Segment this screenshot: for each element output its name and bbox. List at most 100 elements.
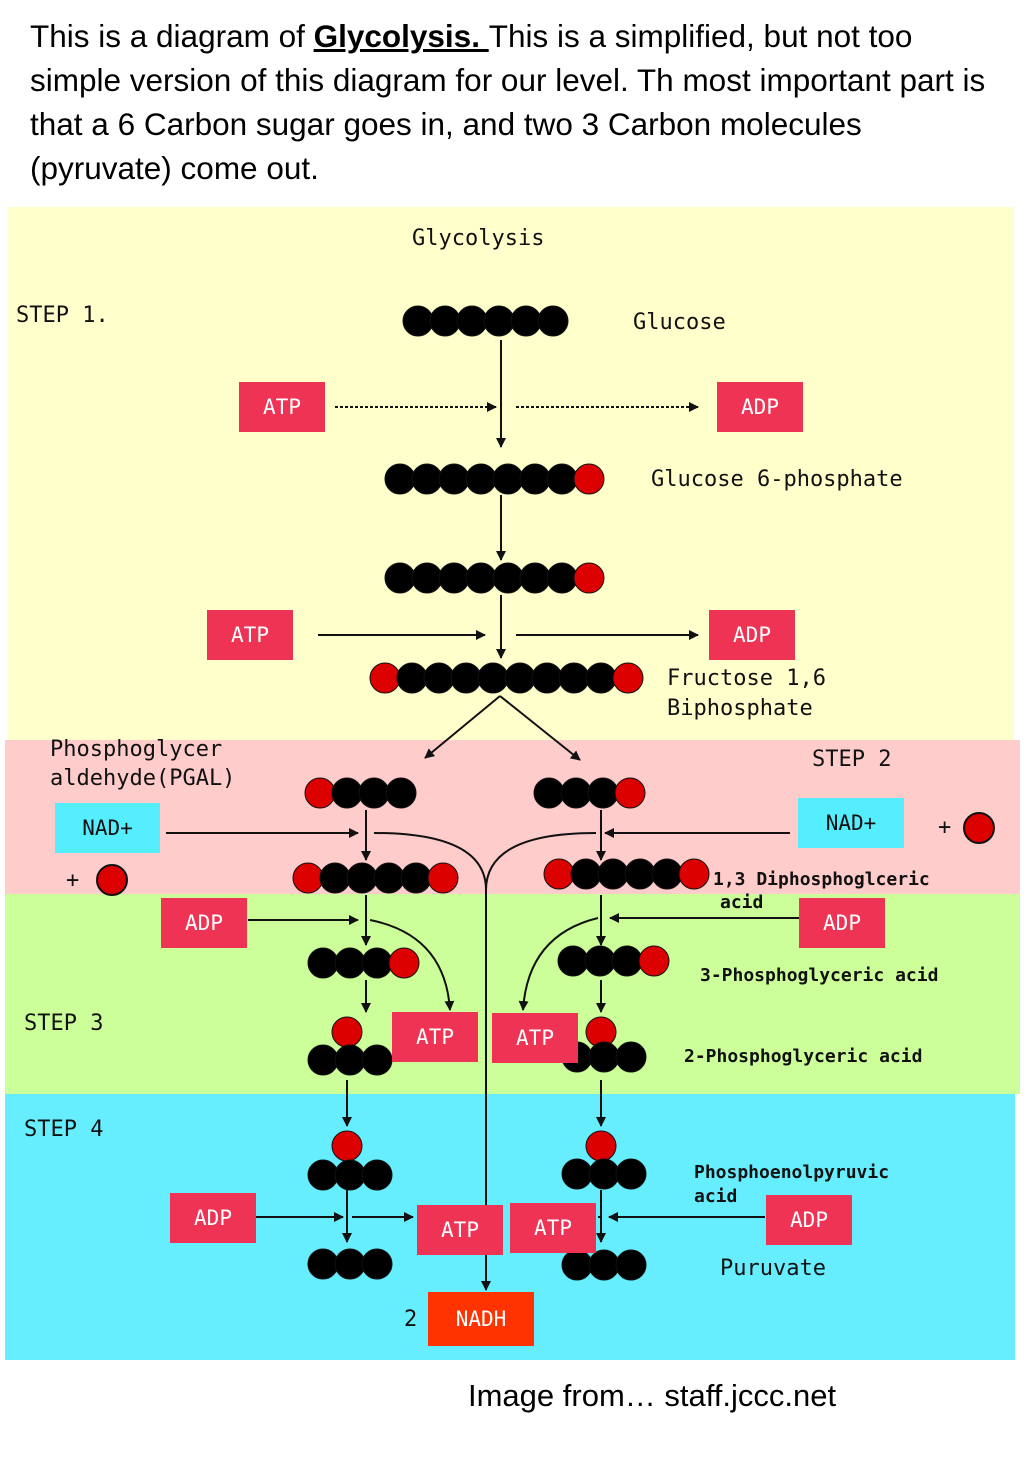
atp-box-step1b-bg [207,610,293,660]
carbon-atom [531,662,563,694]
carbon-atom [334,947,366,979]
phosphate-right [963,812,995,844]
carbon-atom [384,463,416,495]
molecule-groups [292,305,710,1281]
pyruvate-left-molecule [307,1248,393,1280]
step-1-label: STEP 1. [16,303,109,328]
nadh-count: 2 [404,1307,417,1332]
step-labels: Glycolysis STEP 1. STEP 2 STEP 3 STEP 4 [16,226,891,1142]
plus-sign-left: + [66,868,79,893]
arrow-atp-left-out [369,919,455,1011]
atp-box-step1b-text: ATP [231,623,269,647]
carbon-atom [456,305,488,337]
carbon-atom [519,463,551,495]
pga2-label: 2-Phosphoglyceric acid [684,1046,922,1067]
dpga-left-molecule [292,862,459,894]
carbon-atom [361,1044,393,1076]
adp-box-step4-left: ADP [170,1193,256,1243]
carbon-atom [334,1159,366,1191]
arrow-atp-right-out [518,917,599,1011]
fructose-label-2: Biphosphate [667,696,813,721]
carbon-atom [561,1249,593,1281]
intro-text-1: This is a diagram of [30,18,314,54]
carbon-atom [510,305,542,337]
plus-sign-right: + [938,815,951,840]
carbon-atom [373,862,405,894]
carbon-atom [561,1158,593,1190]
atp-box-step4-right-bg [510,1203,596,1253]
nad-box-left-text: NAD+ [82,816,133,840]
carbon-atom [411,463,443,495]
arrow-split-left [424,695,501,759]
carbon-atom [307,1044,339,1076]
pga2-left-stem [331,1016,363,1048]
carbon-atom [465,463,497,495]
adp-box-step1a-bg [717,382,803,432]
nad-box-right-bg [798,798,904,848]
carbon-atom [615,1249,647,1281]
g6p-label: Glucose 6-phosphate [651,467,903,492]
adp-box-step3-left-bg [161,898,247,948]
carbon-atom [396,662,428,694]
atp-box-step4-left-bg [417,1205,503,1255]
carbon-atom [560,777,592,809]
atp-box-step3-left-text: ATP [416,1025,454,1049]
nad-box-right: NAD+ [798,798,904,848]
carbon-atom [558,662,590,694]
intro-paragraph: This is a diagram of Glycolysis. This is… [30,14,990,190]
adp-box-step3-left: ADP [161,898,247,948]
phosphate-atom [585,1130,617,1162]
pep-left-stem [331,1130,363,1162]
carbon-atom [546,562,578,594]
step-4-label: STEP 4 [24,1117,103,1142]
carbon-atom [361,1248,393,1280]
carbon-atom [385,777,417,809]
carbon-atom [477,662,509,694]
carbon-atom [400,862,432,894]
carbon-atom [307,1159,339,1191]
carbon-atom [588,1158,620,1190]
pga3-right-molecule [557,945,670,977]
glucose-molecule [402,305,569,337]
phosphate-atom [388,947,420,979]
dpga-right-molecule [543,858,710,890]
fructose-bisphosphate-molecule [369,662,644,694]
pga2-left-molecule [307,1044,393,1076]
atp-box-step4-left-text: ATP [441,1218,479,1242]
atp-box-step3-right-bg [492,1013,578,1063]
pep-right-stem [585,1130,617,1162]
carbon-atom [651,858,683,890]
molecule-labels: Glucose Glucose 6-phosphate Fructose 1,6… [50,310,938,1281]
phosphate-atom [427,862,459,894]
carbon-atom [588,1249,620,1281]
pep-label-2: acid [694,1186,737,1207]
adp-box-step1b: ADP [709,610,795,660]
adp-box-step1b-text: ADP [733,623,771,647]
carbon-atom [588,1041,620,1073]
carbon-atom [587,777,619,809]
carbon-atom [533,777,565,809]
adp-box-step4-left-text: ADP [194,1206,232,1230]
phosphate-left [96,864,128,896]
phosphate-atom [612,662,644,694]
intro-text-2: This is a simplified, but not too simple… [30,18,986,186]
pgal-label-1: Phosphoglycer [50,737,222,762]
carbon-atom [331,777,363,809]
carbon-atom [611,945,643,977]
phosphate-atom [292,862,324,894]
adp-box-step3-left-text: ADP [185,911,223,935]
carbon-atom [546,463,578,495]
arrow-split-right [499,695,581,761]
atp-box-step1a-text: ATP [263,395,301,419]
adp-box-step4-right-text: ADP [790,1208,828,1232]
phosphate-atom [331,1016,363,1048]
adp-box-step4-right-bg [766,1195,852,1245]
carbon-atom [624,858,656,890]
carbon-atom [307,947,339,979]
nadh-box-text: NADH [456,1307,507,1331]
carbon-atom [519,562,551,594]
phosphate-atom [369,662,401,694]
carbon-atom [483,305,515,337]
